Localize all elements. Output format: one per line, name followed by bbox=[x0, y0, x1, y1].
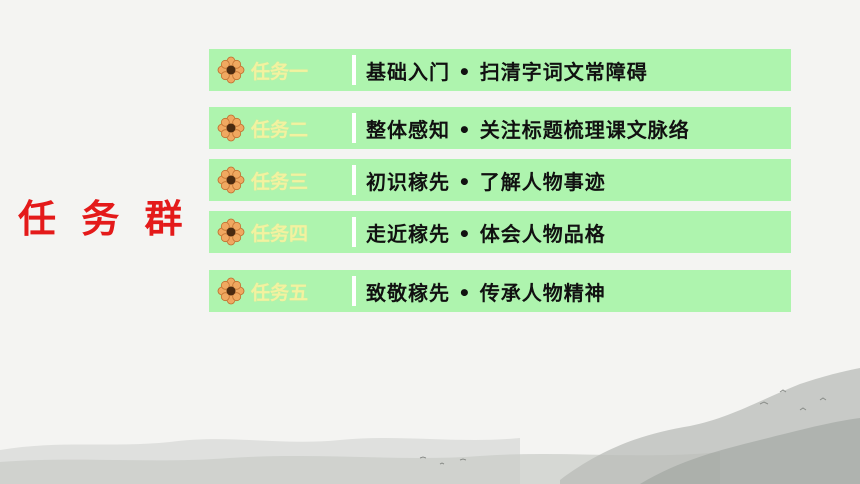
flower-icon bbox=[217, 166, 245, 194]
task-badge: 任务四 bbox=[209, 211, 352, 253]
task-description: 初识稼先 • 了解人物事迹 bbox=[366, 169, 606, 194]
task-label: 任务二 bbox=[251, 118, 309, 141]
task-description: 整体感知 • 关注标题梳理课文脉络 bbox=[366, 117, 690, 142]
task-item-1[interactable]: 任务一 基础入门 • 扫清字词文常障碍 bbox=[209, 49, 791, 91]
task-label: 任务四 bbox=[251, 222, 309, 245]
task-description: 基础入门 • 扫清字词文常障碍 bbox=[366, 59, 648, 84]
page-title: 任 务 群 bbox=[18, 197, 189, 241]
flower-icon bbox=[217, 114, 245, 142]
divider bbox=[352, 113, 356, 143]
flower-icon bbox=[217, 277, 245, 305]
task-badge: 任务五 bbox=[209, 270, 352, 312]
task-description: 走近稼先 • 体会人物品格 bbox=[366, 221, 606, 246]
task-label: 任务三 bbox=[251, 170, 309, 193]
flower-icon bbox=[217, 218, 245, 246]
task-list: 任务一 基础入门 • 扫清字词文常障碍 bbox=[209, 0, 791, 484]
task-badge: 任务一 bbox=[209, 49, 352, 91]
task-label: 任务一 bbox=[251, 60, 309, 83]
divider bbox=[352, 276, 356, 306]
ink-landscape-decoration bbox=[0, 368, 860, 484]
task-item-4[interactable]: 任务四 走近稼先 • 体会人物品格 bbox=[209, 211, 791, 253]
divider bbox=[352, 217, 356, 247]
task-badge: 任务二 bbox=[209, 107, 352, 149]
flower-icon bbox=[217, 56, 245, 84]
task-item-3[interactable]: 任务三 初识稼先 • 了解人物事迹 bbox=[209, 159, 791, 201]
divider bbox=[352, 165, 356, 195]
task-description: 致敬稼先 • 传承人物精神 bbox=[366, 280, 606, 305]
task-badge: 任务三 bbox=[209, 159, 352, 201]
task-item-5[interactable]: 任务五 致敬稼先 • 传承人物精神 bbox=[209, 270, 791, 312]
task-label: 任务五 bbox=[251, 281, 309, 304]
task-item-2[interactable]: 任务二 整体感知 • 关注标题梳理课文脉络 bbox=[209, 107, 791, 149]
divider bbox=[352, 55, 356, 85]
